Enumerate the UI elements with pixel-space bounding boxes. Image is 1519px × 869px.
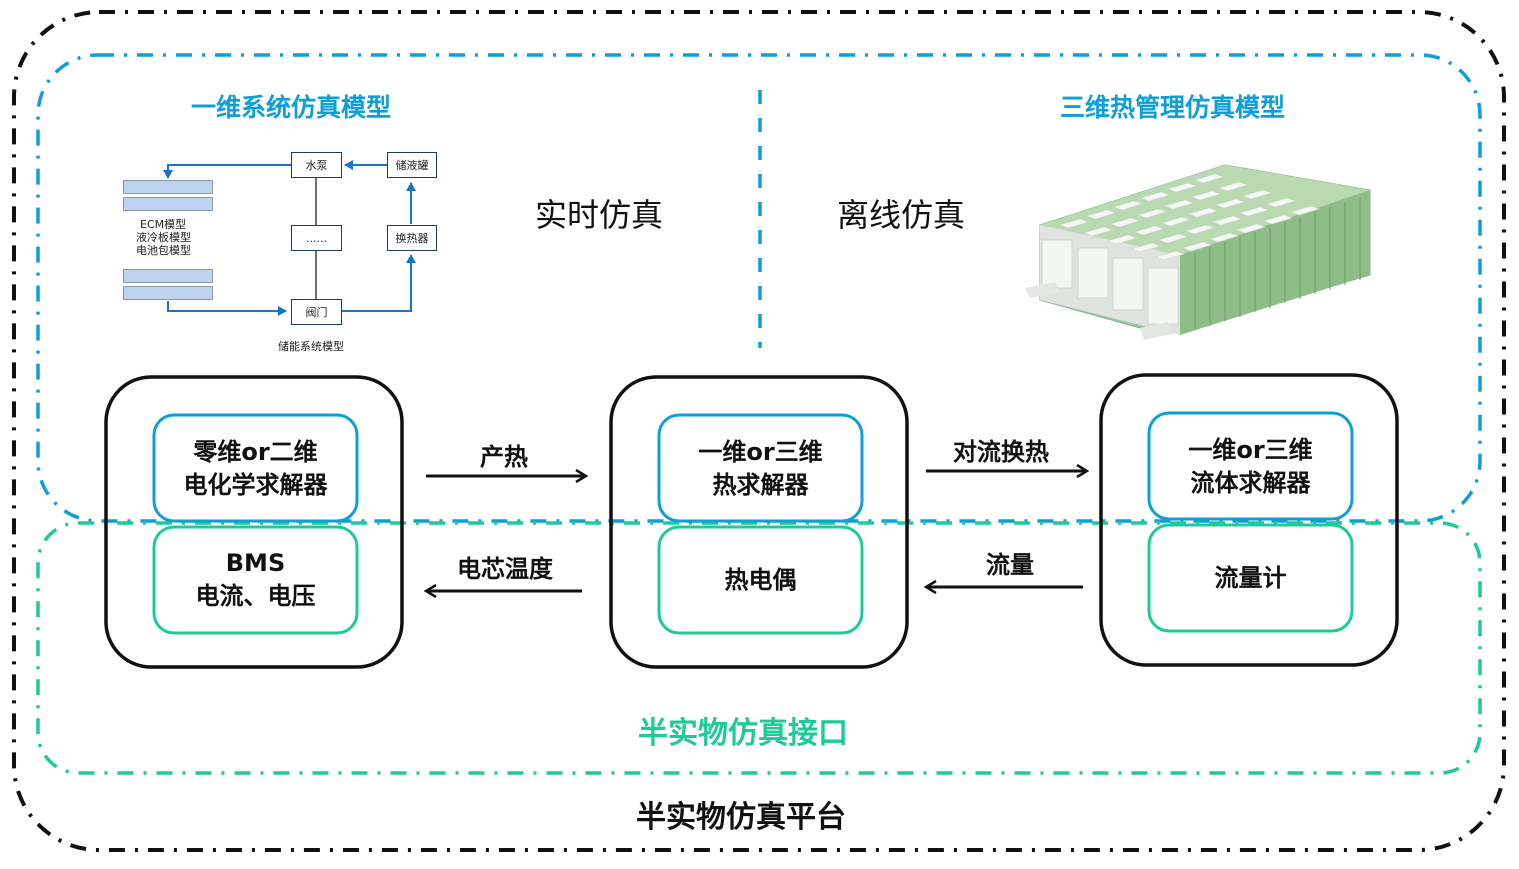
node-pump-label: 水泵 <box>305 159 328 172</box>
battery-cell-cap <box>1086 209 1116 220</box>
section-title-3d-thermal: 三维热管理仿真模型 <box>1060 93 1286 122</box>
battery-cell-cap <box>1140 191 1170 202</box>
battery-cell-cap <box>1236 223 1266 234</box>
arrow-label-cell-temp: 电芯温度 <box>457 555 553 583</box>
battery-cell-cap <box>1167 182 1197 193</box>
node-ellipsis: ...... <box>291 225 342 251</box>
battery-cell-cap <box>1290 205 1320 216</box>
battery-cell-cap <box>1131 242 1161 253</box>
battery-cell-cap <box>1158 233 1188 244</box>
module-frame-thermal <box>609 375 909 669</box>
system-model-caption: 储能系统模型 <box>278 340 344 353</box>
battery-cell-cap <box>1137 208 1167 219</box>
hardware-text-thermocouple: 热电偶 <box>659 564 862 597</box>
hardware-line: 电流、电压 <box>195 582 316 610</box>
battery-cell-cap <box>1188 207 1218 218</box>
arrow-label-flow: 流量 <box>986 551 1034 579</box>
hardware-box-1 <box>152 525 359 635</box>
solver-box-1 <box>152 413 359 523</box>
solver-text-thermal: 一维or三维 热求解器 <box>659 436 862 502</box>
node-tank-label: 储液罐 <box>395 159 429 172</box>
hardware-line: 热电偶 <box>724 566 797 594</box>
battery-cell-cap <box>1239 206 1269 217</box>
node-tank: 储液罐 <box>387 152 437 178</box>
node-exchanger-label: 换热器 <box>395 232 429 245</box>
battery-cell-cap <box>1215 198 1245 209</box>
solver-box-2 <box>657 413 864 523</box>
battery-cell-cap <box>1161 216 1191 227</box>
battery-cell-cap <box>1134 225 1164 236</box>
hardware-text-flowmeter: 流量计 <box>1149 562 1352 595</box>
battery-cell-cap <box>1185 224 1215 235</box>
node-valve-label: 阀门 <box>305 306 328 319</box>
platform-frame <box>12 10 1506 852</box>
interface-label: 半实物仿真接口 <box>638 716 848 751</box>
battery-cell-cap <box>1083 226 1113 237</box>
model-bar <box>123 286 213 300</box>
solver-line: 电化学求解器 <box>183 471 328 499</box>
battery-cell-cap <box>1164 199 1194 210</box>
battery-cell-cap <box>1242 189 1272 200</box>
section-title-1d-system: 一维系统仿真模型 <box>191 93 392 122</box>
battery-cell-cap <box>1059 218 1089 229</box>
battery-pack-image <box>1025 164 1371 340</box>
interface-frame <box>36 521 1482 775</box>
solver-line: 一维or三维 <box>1188 436 1313 464</box>
model-bar <box>123 269 213 283</box>
model-label-cold-plate: 液冷板模型 <box>136 231 191 244</box>
battery-cell-cap <box>1209 232 1239 243</box>
solver-text-electrochem: 零维or二维 电化学求解器 <box>154 436 357 502</box>
simulation-model-frame <box>36 53 1482 523</box>
node-pump: 水泵 <box>291 152 342 178</box>
model-label-ecm: ECM模型 <box>140 218 187 231</box>
hardware-box-2 <box>657 525 864 635</box>
node-valve: 阀门 <box>291 299 342 325</box>
battery-cell-cap <box>1182 241 1212 252</box>
battery-cell-cap <box>1107 234 1137 245</box>
battery-cell-cap <box>1218 181 1248 192</box>
solver-line: 零维or二维 <box>193 438 318 466</box>
mode-label-realtime: 实时仿真 <box>535 196 664 234</box>
solver-box-3 <box>1147 411 1354 521</box>
hardware-line: 流量计 <box>1214 564 1287 592</box>
hardware-text-bms: BMS 电流、电压 <box>154 547 357 613</box>
solver-text-fluid: 一维or三维 流体求解器 <box>1149 434 1352 500</box>
battery-cell-cap <box>1194 173 1224 184</box>
hardware-line: BMS <box>225 549 286 577</box>
module-frame-fluid <box>1099 373 1399 667</box>
battery-cell-cap <box>1266 197 1296 208</box>
solver-line: 热求解器 <box>712 471 809 499</box>
mode-label-offline: 离线仿真 <box>837 196 966 234</box>
battery-cell-cap <box>1263 214 1293 225</box>
battery-cell-cap <box>1212 215 1242 226</box>
model-bar <box>123 180 213 194</box>
battery-cell-cap <box>1113 200 1143 211</box>
model-label-battery-pack: 电池包模型 <box>136 244 191 257</box>
module-frame-electrochem <box>104 375 404 669</box>
model-bar <box>123 197 213 211</box>
battery-cell-cap <box>1191 190 1221 201</box>
arrow-label-heat-gen: 产热 <box>480 443 528 471</box>
platform-label: 半实物仿真平台 <box>636 800 846 835</box>
node-ellipsis-label: ...... <box>306 231 327 245</box>
battery-cell-cap <box>1155 250 1185 261</box>
arrow-label-convection: 对流换热 <box>953 438 1049 466</box>
hardware-box-3 <box>1147 523 1354 633</box>
system-model-lines <box>163 160 416 316</box>
battery-cell-cap <box>1110 217 1140 228</box>
solver-line: 一维or三维 <box>698 438 823 466</box>
node-exchanger: 换热器 <box>387 225 437 251</box>
solver-line: 流体求解器 <box>1190 469 1311 497</box>
